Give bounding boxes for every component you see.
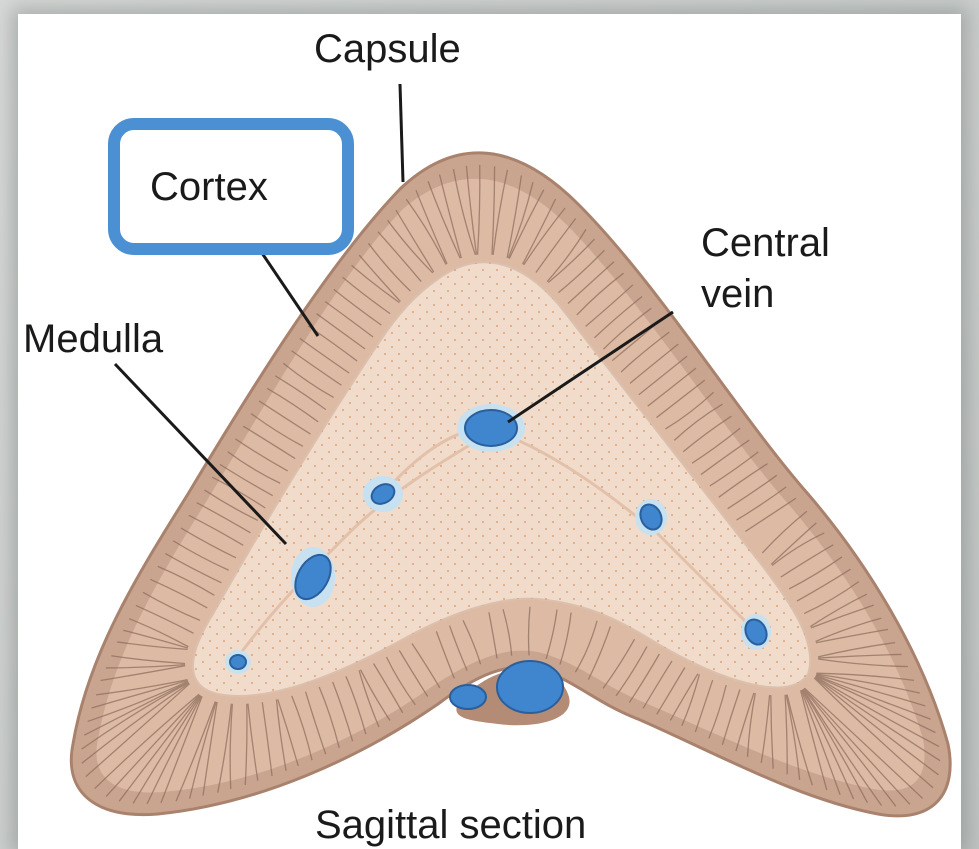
capsule-leader bbox=[400, 84, 403, 182]
sagittal-section-caption: Sagittal section bbox=[315, 803, 586, 847]
capsule-label: Capsule bbox=[314, 27, 461, 71]
vein-small-5 bbox=[225, 650, 251, 674]
central-vein-icon bbox=[457, 404, 525, 452]
vein-small-4 bbox=[741, 614, 771, 650]
vein-small-3 bbox=[635, 499, 667, 535]
vein-small-1 bbox=[363, 476, 403, 512]
central-vein-label-line2: vein bbox=[701, 272, 774, 316]
medulla-label: Medulla bbox=[23, 317, 164, 361]
central-vein-label-line1: Central bbox=[701, 221, 830, 265]
adrenal-gland-diagram: Capsule Cortex Central vein Medulla Sagi… bbox=[18, 14, 961, 849]
diagram-panel: Capsule Cortex Central vein Medulla Sagi… bbox=[18, 14, 961, 849]
cortex-label: Cortex bbox=[150, 165, 268, 209]
